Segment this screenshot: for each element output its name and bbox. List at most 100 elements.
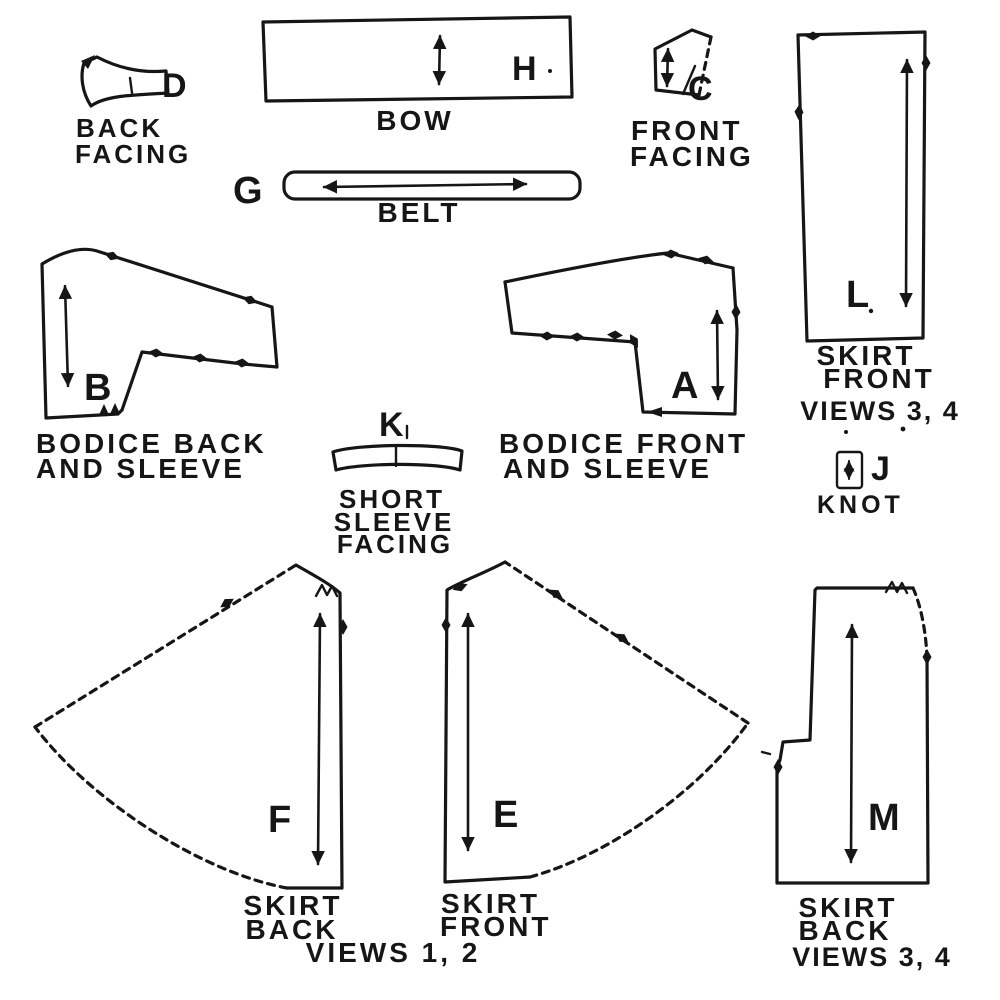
speck [844,430,848,434]
notch-mark [922,649,932,665]
notch-mark [804,31,822,41]
skirt-front12-hem [528,721,750,879]
notch-mark [103,249,121,263]
knot-caption: KNOT [817,491,904,519]
grainline-arrow [432,34,447,86]
double-notch [99,403,120,415]
skirt-front12-left-edge [443,560,532,884]
front-facing-outline [653,28,713,97]
piece-belt: G BELT [233,170,582,228]
skirt-front12-caption-2: FRONT [440,911,551,942]
piece-back-facing: D BACK FACING [75,55,191,169]
grainline-arrow [311,612,327,866]
grainline-arrow [844,623,859,864]
skirt-back12-right-edge [285,563,344,890]
notch-mark [662,248,680,260]
piece-bodice-back: B BODICE BACK AND SLEEVE [36,247,279,484]
sleeve-facing-outline [331,443,464,472]
skirt-front12-caption-1: SKIRT [441,888,540,919]
grainline-arrow [660,47,675,88]
skirt-back34-outline [775,586,930,885]
knot-outline [835,450,864,490]
front-facing-dashed-edge [697,35,713,97]
piece-letter-f: F [268,799,291,841]
bodice-front-outline [503,266,739,416]
sleeve-facing-caption-1: SHORT [339,484,445,514]
piece-knot: J KNOT [817,426,906,519]
skirt-back34-views: VIEWS 3, 4 [792,942,952,972]
bodice-front-caption-1: BODICE FRONT [499,428,748,459]
skirt-back12-hem [33,725,289,890]
bodice-back-outline [40,247,279,420]
piece-letter-j: J [871,450,890,488]
piece-skirt-back-views34: M SKIRT BACK VIEWS 3, 4 [760,580,952,972]
piece-letter-m: M [868,797,900,839]
piece-letter-a: A [671,365,698,407]
piece-short-sleeve-facing: K SHORT SLEEVE FACING [331,406,464,559]
belt-outline [282,170,582,201]
front-facing-caption-1: FRONT [631,115,742,146]
notch-mark [147,347,165,359]
bodice-front-top-edge [503,251,735,284]
double-notch [884,580,909,595]
skirt-front34-outline [796,30,927,343]
speck [548,69,552,73]
skirt-back12-caption-1: SKIRT [244,890,343,921]
bow-outline [261,15,574,103]
fold-tick [128,76,134,95]
piece-letter-e: E [493,794,518,836]
notch-mark [921,55,931,71]
tick-mark [760,750,772,756]
piece-letter-g: G [233,170,263,212]
hem-arrowhead [647,407,662,417]
belt-caption: BELT [377,197,460,228]
grainline-arrow [58,284,75,388]
sleeve-facing-caption-3: FACING [337,529,453,559]
piece-letter-c: C [688,70,713,108]
skirt-front34-caption-2: FRONT [823,363,934,394]
piece-letter-b: B [84,367,111,409]
piece-letter-k: K [379,406,404,444]
piece-skirt-front-views12: E SKIRT FRONT [440,560,750,942]
grainline-arrow [899,58,914,308]
notch-mark [793,103,805,121]
notch-mark [81,55,95,69]
grainline-arrow [322,177,528,194]
skirt-back34-caption-2: BACK [799,915,892,946]
notch-mark [731,303,741,321]
piece-letter-l: L [846,274,869,316]
notch-mark [191,352,209,364]
piece-bow: H BOW [261,15,574,136]
back-facing-caption-1: BACK [76,113,163,143]
skirt-back34-top-curve [911,586,929,659]
piece-bodice-front: A BODICE FRONT AND SLEEVE [499,248,748,484]
bodice-back-caption-2: AND SLEEVE [36,453,245,484]
notch-mark [241,293,259,307]
views-1-2-caption: VIEWS 1, 2 [306,937,481,968]
bodice-back-caption-1: BODICE BACK [36,428,267,459]
skirt-front34-views: VIEWS 3, 4 [800,396,960,426]
notch-mark [538,330,556,342]
piece-letter-d: D [162,67,187,105]
speck [868,308,874,314]
skirt-back12-side-edge [33,563,298,729]
piece-skirt-back-views12: F SKIRT BACK [33,563,348,945]
notch-mark [233,357,251,369]
double-notch [314,583,339,598]
skirt-back34-caption-1: SKIRT [799,892,898,923]
notch-mark [441,617,451,633]
skirt-front12-side-edge [503,560,750,725]
grainline-arrow [710,309,725,401]
skirt-back12-caption-2: BACK [246,914,339,945]
sleeve-facing-caption-2: SLEEVE [334,507,455,537]
back-facing-caption-2: FACING [75,139,191,169]
notch-mark [568,331,586,343]
back-facing-outline [80,55,170,108]
bodice-front-caption-2: AND SLEEVE [503,453,712,484]
front-facing-caption-2: FACING [630,141,754,172]
skirt-front34-caption-1: SKIRT [817,340,916,371]
slash-mark [681,64,697,96]
bow-caption: BOW [376,105,453,136]
